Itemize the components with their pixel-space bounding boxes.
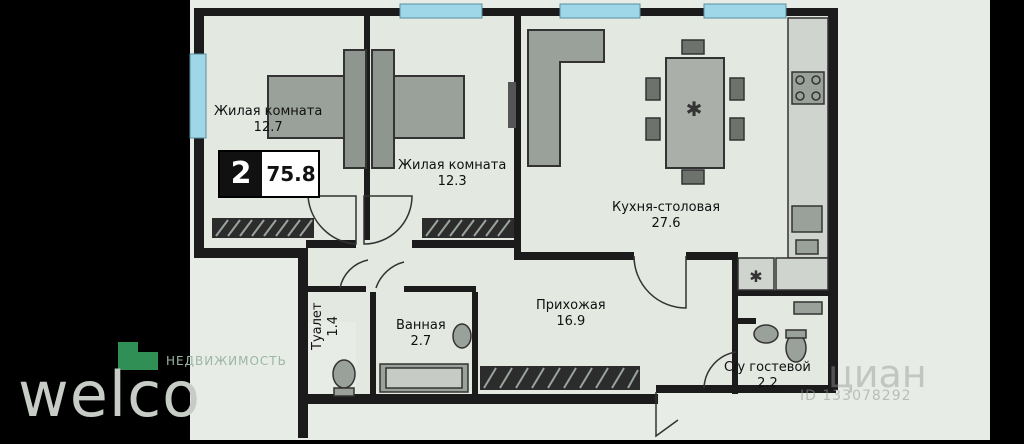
brand-logo-icon [118,342,158,370]
room-kitchen: Кухня-столовая 27.6 [612,200,720,232]
left-black-margin [0,0,190,440]
nightstands [343,49,395,169]
door-swings [307,195,737,438]
kitchen-counter: ✱ [737,17,829,291]
svg-text:✱: ✱ [749,267,762,286]
room-living-1: Жилая комната 12.7 [214,104,322,136]
room-bath: Ванная 2.7 [396,318,446,350]
room-hall: Прихожая 16.9 [536,298,606,330]
room-living-2-name: Жилая комната [398,158,507,173]
plumbing-fixtures [332,301,823,397]
room-bath-area: 2.7 [410,334,432,349]
dining-table: ✱ [645,39,745,185]
room-count: 2 [220,152,262,196]
room-toilet-name: Туалет [310,302,325,350]
tv [508,82,516,128]
room-hall-area: 16.9 [556,314,586,329]
room-guest-wc: С/у гостевой 2.2 [724,360,811,392]
total-area: 75.8 [266,162,316,186]
room-living-1-name: Жилая комната [214,104,323,119]
room-guest-wc-name: С/у гостевой [724,360,811,375]
room-living-2-area: 12.3 [437,174,467,189]
room-hall-name: Прихожая [536,298,606,313]
site-watermark: циан [828,352,927,396]
radiator-hatching [215,219,639,389]
room-living-2: Жилая комната 12.3 [398,158,506,190]
brand-watermark: welco [18,358,202,431]
room-kitchen-area: 27.6 [651,216,681,231]
sofa [527,29,605,167]
summary-badge: 2 75.8 [218,150,320,198]
windows [189,3,787,139]
svg-text:✱: ✱ [686,97,703,121]
brand-subtitle: НЕДВИЖИМОСТЬ [166,354,287,368]
room-kitchen-name: Кухня-столовая [612,200,721,215]
room-living-1-area: 12.7 [253,120,283,135]
room-toilet: Туалет 1.4 [310,303,342,350]
room-guest-wc-area: 2.2 [757,376,778,391]
listing-id-watermark: ID 133078292 [800,388,912,404]
room-bath-name: Ванная [396,318,446,333]
room-toilet-area: 1.4 [326,315,341,337]
right-black-margin [990,0,1024,440]
